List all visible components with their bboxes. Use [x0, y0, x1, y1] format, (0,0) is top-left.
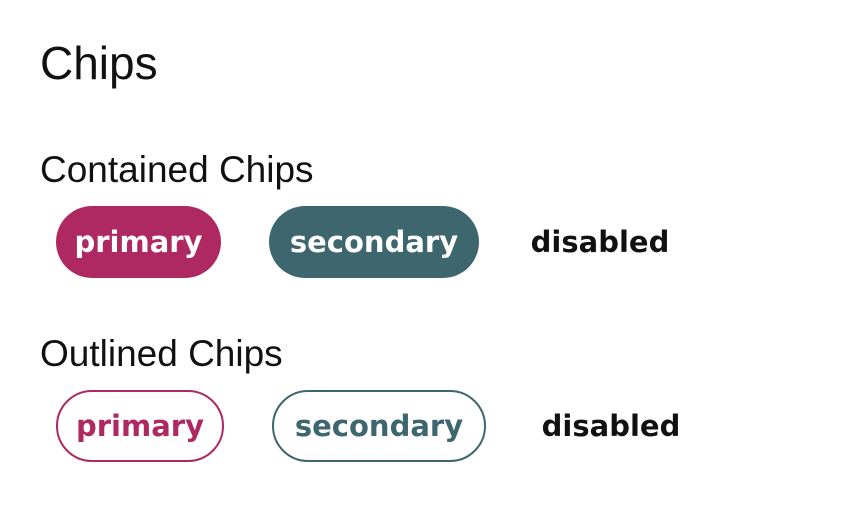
outlined-secondary-chip[interactable]: secondary — [272, 390, 486, 462]
outlined-disabled-chip: disabled — [541, 409, 681, 443]
contained-chips-heading: Contained Chips — [40, 149, 314, 190]
page-title: Chips — [40, 37, 158, 89]
outlined-primary-chip[interactable]: primary — [56, 390, 224, 462]
contained-chips-row: primary secondary disabled — [56, 206, 675, 278]
contained-secondary-chip[interactable]: secondary — [269, 206, 479, 278]
outlined-chips-heading: Outlined Chips — [40, 333, 283, 374]
contained-disabled-chip: disabled — [530, 225, 670, 259]
contained-primary-chip[interactable]: primary — [56, 206, 221, 278]
outlined-chips-row: primary secondary disabled — [56, 390, 686, 462]
